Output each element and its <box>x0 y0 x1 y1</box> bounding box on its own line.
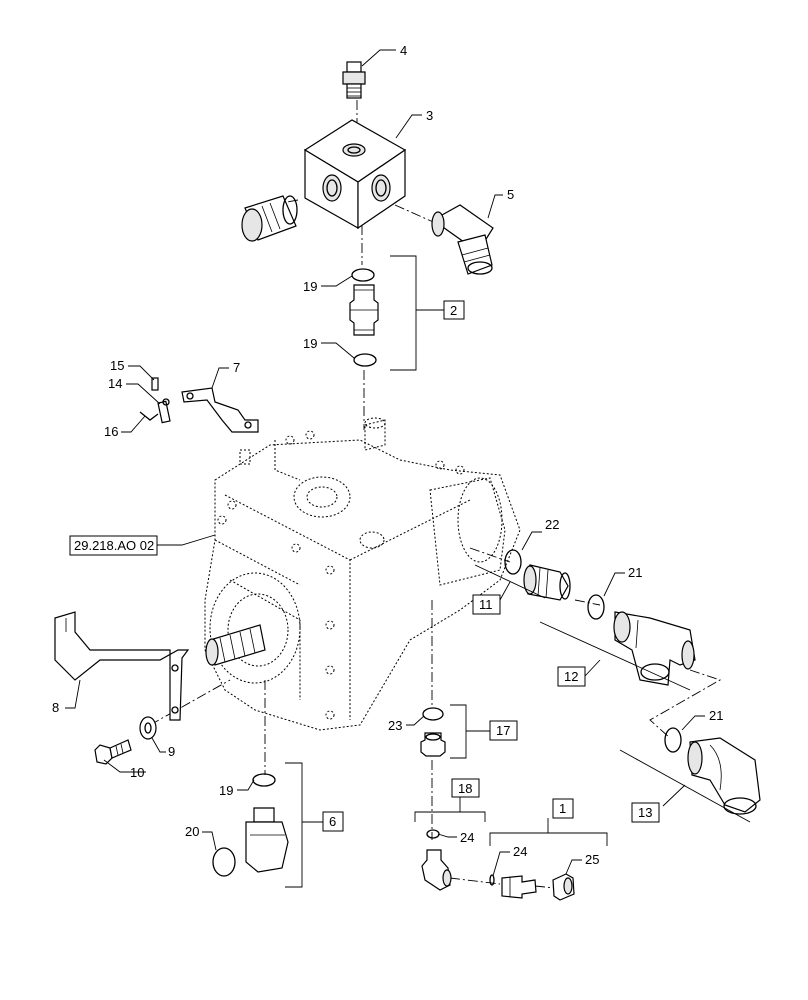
part-13-elbow <box>664 727 761 815</box>
part-2-adapter <box>349 268 379 367</box>
callout-25: 25 <box>585 852 599 867</box>
part-18-elbow <box>421 829 452 891</box>
group-bracket-1 <box>489 818 608 846</box>
callout-2-box <box>443 300 465 320</box>
callout-19-upper: 19 <box>303 279 317 294</box>
callout-4: 4 <box>400 43 407 58</box>
callout-12-box <box>557 666 586 687</box>
part-6-fitting <box>212 773 289 877</box>
callout-12: 12 <box>564 669 578 684</box>
callout-13: 13 <box>638 805 652 820</box>
callout-21-upper: 21 <box>628 565 642 580</box>
callout-6: 6 <box>329 814 336 829</box>
callout-11-box <box>472 594 501 615</box>
callout-22: 22 <box>545 517 559 532</box>
part-8-support-bracket <box>54 611 190 721</box>
group-bracket-17 <box>450 704 490 759</box>
part-1-test-coupling <box>489 873 575 901</box>
callout-17: 17 <box>496 723 510 738</box>
callout-1-box <box>552 798 574 819</box>
leader-lines <box>65 49 705 877</box>
part-4-bleed-screw <box>342 61 366 99</box>
callout-11: 11 <box>479 597 493 612</box>
callout-15: 15 <box>110 358 124 373</box>
part-9-washer <box>139 716 157 740</box>
parts-14-15-16-pin-clip <box>139 377 171 424</box>
callout-19-middle: 19 <box>303 336 317 351</box>
callout-21-lower: 21 <box>709 708 723 723</box>
callout-18-box <box>451 778 480 798</box>
reference-label: 29.218.AO 02 <box>74 538 154 553</box>
callout-9: 9 <box>168 744 175 759</box>
part-10-bolt <box>94 739 132 765</box>
callout-18: 18 <box>458 781 472 796</box>
part-3-cross-block <box>303 119 407 230</box>
callout-16: 16 <box>104 424 118 439</box>
callout-20: 20 <box>185 824 199 839</box>
group-bracket-6 <box>285 762 323 888</box>
group-bracket-18 <box>414 797 486 822</box>
callout-24-right: 24 <box>513 844 527 859</box>
straight-fitting-left <box>241 195 298 242</box>
callout-labels: 4 3 5 19 19 2 7 15 14 16 29.218.AO 02 8 … <box>52 43 723 867</box>
callout-8: 8 <box>52 700 59 715</box>
callout-14: 14 <box>108 376 122 391</box>
callout-5: 5 <box>507 187 514 202</box>
group-bracket-13 <box>619 749 751 823</box>
part-12-tee <box>587 594 696 686</box>
callout-19-lower: 19 <box>219 783 233 798</box>
callout-10: 10 <box>130 765 144 780</box>
callout-2: 2 <box>450 303 457 318</box>
group-bracket-2 <box>390 255 444 371</box>
part-17-plug <box>420 707 446 757</box>
part-11-adapter <box>504 549 571 601</box>
part-7-bracket <box>181 387 259 433</box>
callout-13-box <box>631 802 660 823</box>
reference-box <box>69 535 158 556</box>
hydraulic-pump-housing <box>204 417 521 731</box>
group-bracket-11 <box>474 564 546 601</box>
part-5-elbow-fitting <box>431 204 494 275</box>
callout-23: 23 <box>388 718 402 733</box>
callout-6-box <box>322 811 344 832</box>
callout-3: 3 <box>426 108 433 123</box>
callout-17-box <box>489 720 518 741</box>
callout-1: 1 <box>559 801 566 816</box>
callout-7: 7 <box>233 360 240 375</box>
group-bracket-12 <box>539 621 691 691</box>
callout-24-left: 24 <box>460 830 474 845</box>
